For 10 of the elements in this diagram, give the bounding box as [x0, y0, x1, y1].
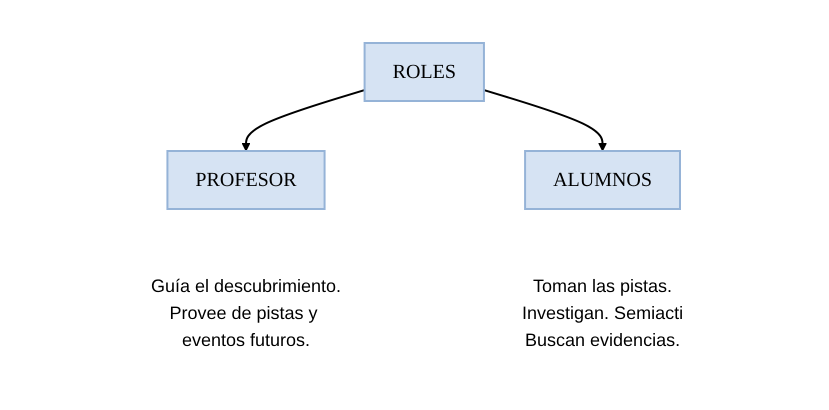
node-label: Toman las pistas.: [532, 276, 672, 296]
node-box: PROFESOR: [166, 150, 326, 210]
arrow: [242, 88, 365, 151]
arrow: [484, 88, 607, 151]
node-label: Guía el descubrimiento.: [150, 276, 341, 296]
node-label: Provee de pistas y eventos futuros.: [169, 302, 318, 350]
node-label: Buscan evidencias.: [524, 330, 680, 350]
node-box: ROLES: [364, 42, 485, 102]
node-label: Investigan. Semiacti: [522, 302, 684, 322]
node-box: ALUMNOS: [524, 150, 681, 210]
